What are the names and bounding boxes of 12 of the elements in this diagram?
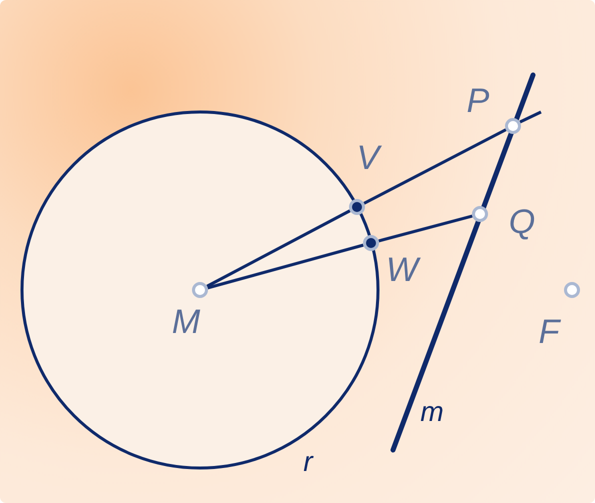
line-segment [206,209,351,288]
line-segment [207,244,364,290]
point-label: M [172,305,200,339]
point-label: F [538,315,560,349]
line-segment [363,128,507,205]
line-segment [378,214,473,242]
point-label: P [466,84,490,118]
point-label: r [303,448,313,476]
point-label: W [386,253,418,287]
point-label: V [356,141,380,175]
point-label: Q [508,205,536,239]
point-label: m [420,398,444,426]
